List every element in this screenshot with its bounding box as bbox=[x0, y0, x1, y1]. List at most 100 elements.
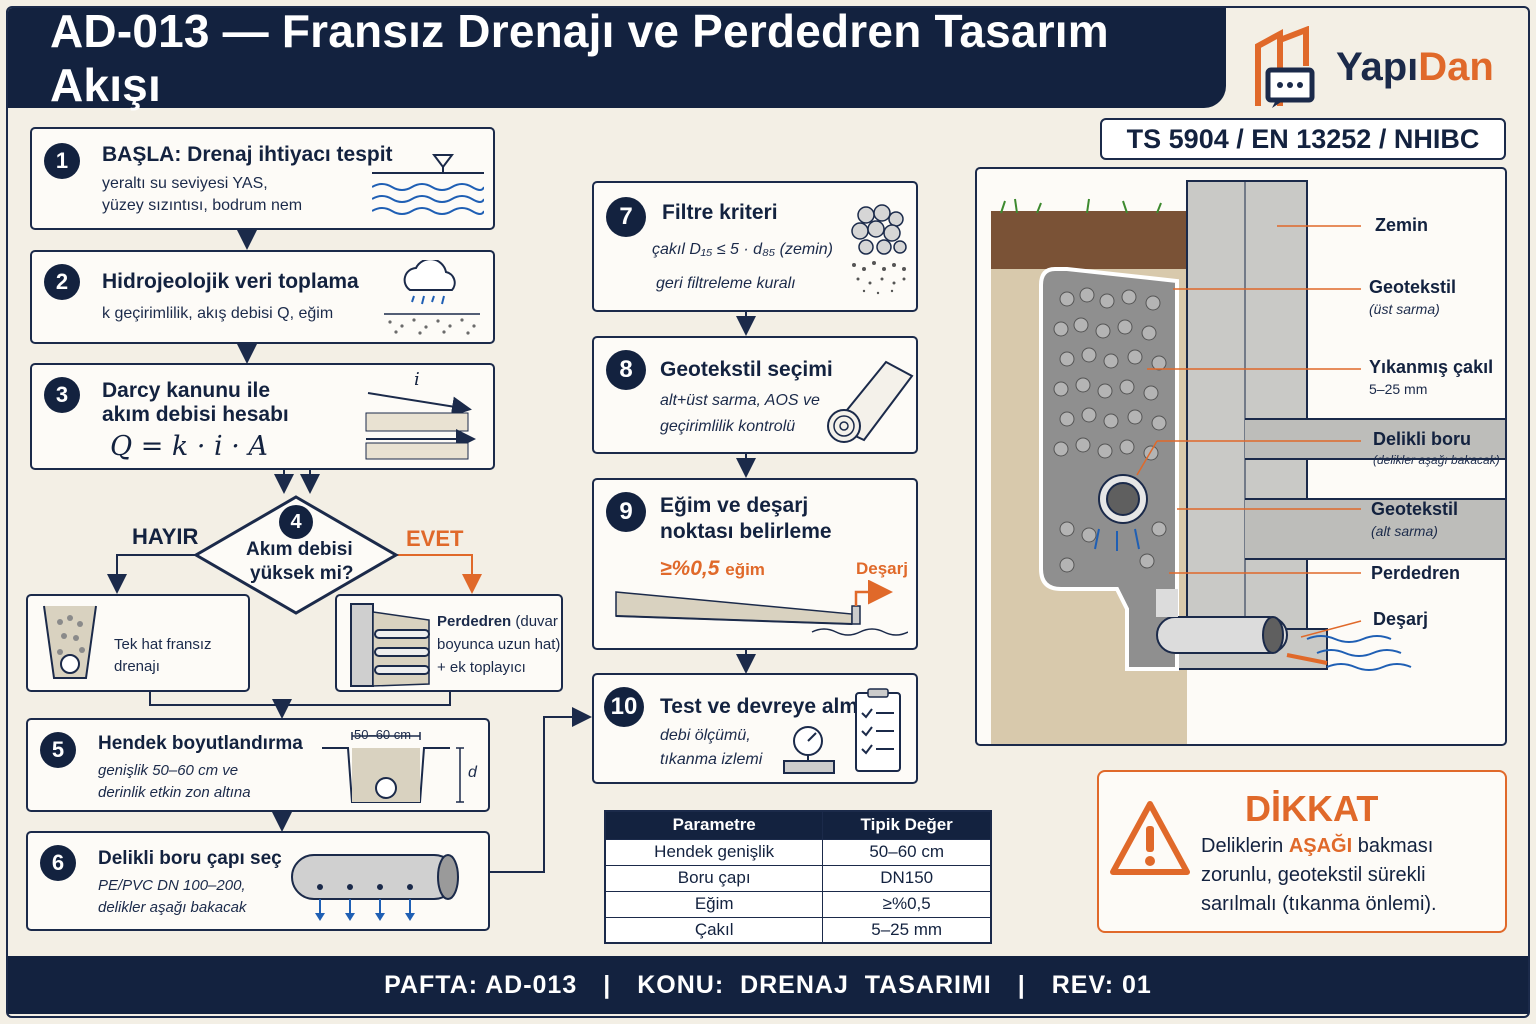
branch-yes-label: EVET bbox=[406, 526, 464, 551]
footer-rev: REV: 01 bbox=[1051, 970, 1152, 999]
section-sub-geotekstil-bottom: (alt sarma) bbox=[1371, 523, 1438, 539]
section-sub-gravel: 5–25 mm bbox=[1369, 381, 1428, 397]
trench-depth-dim: d bbox=[468, 764, 477, 781]
step-7-number: 7 bbox=[606, 197, 646, 237]
table-cell: ≥%0,5 bbox=[822, 890, 992, 918]
step-7-title: Filtre kriteri bbox=[662, 201, 778, 224]
page-frame bbox=[6, 6, 1530, 1018]
single-line-drain-card: Tek hat fransız drenajı bbox=[26, 594, 250, 692]
section-label-zemin: Zemin bbox=[1375, 215, 1429, 235]
step-9-number: 9 bbox=[606, 492, 646, 532]
drain-cross-section-illustration bbox=[991, 180, 1505, 744]
footer-konu: KONU: DRENAJ TASARIMI bbox=[637, 970, 992, 999]
page-title: AD-013 — Fransız Drenajı ve Perdedren Ta… bbox=[50, 5, 1109, 111]
warning-title: DİKKAT bbox=[1245, 788, 1379, 829]
step-6-title: Delikli boru çapı seç bbox=[98, 848, 282, 869]
rain-cloud-icon bbox=[384, 260, 480, 335]
section-label-gravel: Yıkanmış çakıl bbox=[1369, 357, 1494, 377]
hydraulic-gradient-label: i bbox=[414, 369, 420, 390]
step-8-card: 8 Geotekstil seçimi alt+üst sarma, AOS v… bbox=[592, 336, 918, 454]
perdedren-text: Perdedren (duvar boyunca uzun hat) + ek … bbox=[437, 613, 561, 676]
step-8-line1: alt+üst sarma, AOS ve bbox=[660, 392, 820, 409]
step-7-card: 7 Filtre kriteri çakıl D₁₅ ≤ 5 · d₈₅ (ze… bbox=[592, 181, 918, 312]
step-1-line1: yeraltı su seviyesi YAS, bbox=[102, 175, 268, 192]
step-3-number: 3 bbox=[44, 377, 80, 413]
filter-criterion-formula: çakıl D₁₅ ≤ 5 · d₈₅ (zemin) bbox=[652, 241, 833, 258]
step-5-number: 5 bbox=[40, 732, 76, 768]
step-1-number: 1 bbox=[44, 143, 80, 179]
step-10-number: 10 bbox=[604, 687, 644, 727]
step-6-card: 6 Delikli boru çapı seç PE/PVC DN 100–20… bbox=[26, 831, 490, 931]
step-9-title-1: Eğim ve deşarj bbox=[660, 494, 809, 517]
darcy-formula: Q = k · i · A bbox=[110, 431, 268, 462]
trench-width-dim: 50–60 cm bbox=[354, 727, 412, 742]
section-sub-geotekstil-top: (üst sarma) bbox=[1369, 301, 1440, 317]
discharge-label: Deşarj bbox=[856, 559, 908, 578]
section-label-discharge: Deşarj bbox=[1373, 609, 1429, 629]
gauge-checklist-icon bbox=[783, 688, 901, 774]
table-cell: 50–60 cm bbox=[822, 838, 992, 866]
step-3-title-1: Darcy kanunu ile bbox=[102, 379, 271, 402]
water-level-icon bbox=[372, 154, 484, 215]
standards-badge: TS 5904 / EN 13252 / NHIBC bbox=[1100, 118, 1506, 160]
decision-question-1: Akım debisi bbox=[246, 539, 353, 560]
title-bar: AD-013 — Fransız Drenajı ve Perdedren Ta… bbox=[8, 5, 1226, 111]
french-drain-trench-icon bbox=[43, 605, 97, 679]
table-cell: Çakıl bbox=[604, 916, 824, 944]
step-4-number: 4 bbox=[279, 505, 313, 539]
single-line-drain-text: Tek hat fransız drenajı bbox=[114, 636, 212, 675]
slope-profile-icon bbox=[615, 580, 908, 636]
table-row: Eğim≥%0,5 bbox=[604, 890, 992, 918]
table-header-parameter: Parametre bbox=[604, 810, 824, 840]
yapidan-logo: YapıDan bbox=[1250, 24, 1520, 110]
step-9-title-2: noktası belirleme bbox=[660, 520, 832, 543]
perforated-pipe-icon bbox=[291, 854, 459, 921]
table-header-value: Tipik Değer bbox=[822, 810, 992, 840]
section-label-geotekstil-top: Geotekstil bbox=[1369, 277, 1457, 297]
table-cell: DN150 bbox=[822, 864, 992, 892]
table-cell: Hendek genişlik bbox=[604, 838, 824, 866]
slope-value-text: ≥%0,5 eğim bbox=[660, 557, 765, 580]
step-10-card: 10 Test ve devreye alma debi ölçümü, tık… bbox=[592, 673, 918, 784]
geotextile-roll-icon bbox=[827, 360, 914, 443]
warning-triangle-icon bbox=[1110, 801, 1190, 875]
step-5-line2: derinlik etkin zon altına bbox=[98, 784, 251, 801]
step-3-card: 3 Darcy kanunu ile akım debisi hesabı Q … bbox=[30, 363, 495, 470]
step-9-card: 9 Eğim ve deşarj noktası belirleme ≥%0,5… bbox=[592, 478, 918, 650]
branch-no-label: HAYIR bbox=[132, 524, 199, 549]
step-6-line1: PE/PVC DN 100–200, bbox=[98, 877, 246, 894]
step-7-line1: geri filtreleme kuralı bbox=[656, 275, 796, 292]
decision-diamond bbox=[193, 495, 399, 615]
section-sub-pipe: (delikler aşağı bakacak) bbox=[1373, 453, 1500, 467]
step-6-line2: delikler aşağı bakacak bbox=[98, 899, 247, 916]
decision-question-2: yüksek mi? bbox=[250, 563, 354, 584]
gravel-filter-icon bbox=[851, 204, 907, 295]
table-cell: Boru çapı bbox=[604, 864, 824, 892]
section-label-geotekstil-bottom: Geotekstil bbox=[1371, 499, 1459, 519]
step-2-number: 2 bbox=[44, 264, 80, 300]
table-cell: Eğim bbox=[604, 890, 824, 918]
step-10-line1: debi ölçümü, bbox=[660, 727, 751, 744]
perdedren-card: Perdedren (duvar boyunca uzun hat) + ek … bbox=[335, 594, 563, 692]
drain-cross-section-panel: Zemin Geotekstil (üst sarma) Yıkanmış ça… bbox=[975, 167, 1507, 746]
step-2-card: 2 Hidrojeolojik veri toplama k geçirimli… bbox=[30, 250, 495, 344]
table-header-row: Parametre Tipik Değer bbox=[604, 810, 992, 840]
step-10-line2: tıkanma izlemi bbox=[660, 751, 763, 768]
building-logo-icon bbox=[1255, 26, 1315, 108]
warning-box: DİKKAT Deliklerin AŞAĞI bakması zorunlu,… bbox=[1097, 770, 1507, 933]
logo-wordmark: YapıDan bbox=[1336, 44, 1494, 89]
footer-pafta: PAFTA: AD-013 bbox=[384, 970, 578, 999]
footer-separator: | bbox=[603, 970, 612, 999]
section-label-pipe: Delikli boru bbox=[1373, 429, 1472, 449]
step-3-title-2: akım debisi hesabı bbox=[102, 403, 289, 426]
step-8-title: Geotekstil seçimi bbox=[660, 358, 833, 381]
warning-text: Deliklerin AŞAĞI bakması zorunlu, geotek… bbox=[1201, 835, 1437, 915]
step-5-card: 5 Hendek boyutlandırma genişlik 50–60 cm… bbox=[26, 718, 490, 812]
table-cell: 5–25 mm bbox=[822, 916, 992, 944]
step-2-title: Hidrojeolojik veri toplama bbox=[102, 270, 359, 293]
